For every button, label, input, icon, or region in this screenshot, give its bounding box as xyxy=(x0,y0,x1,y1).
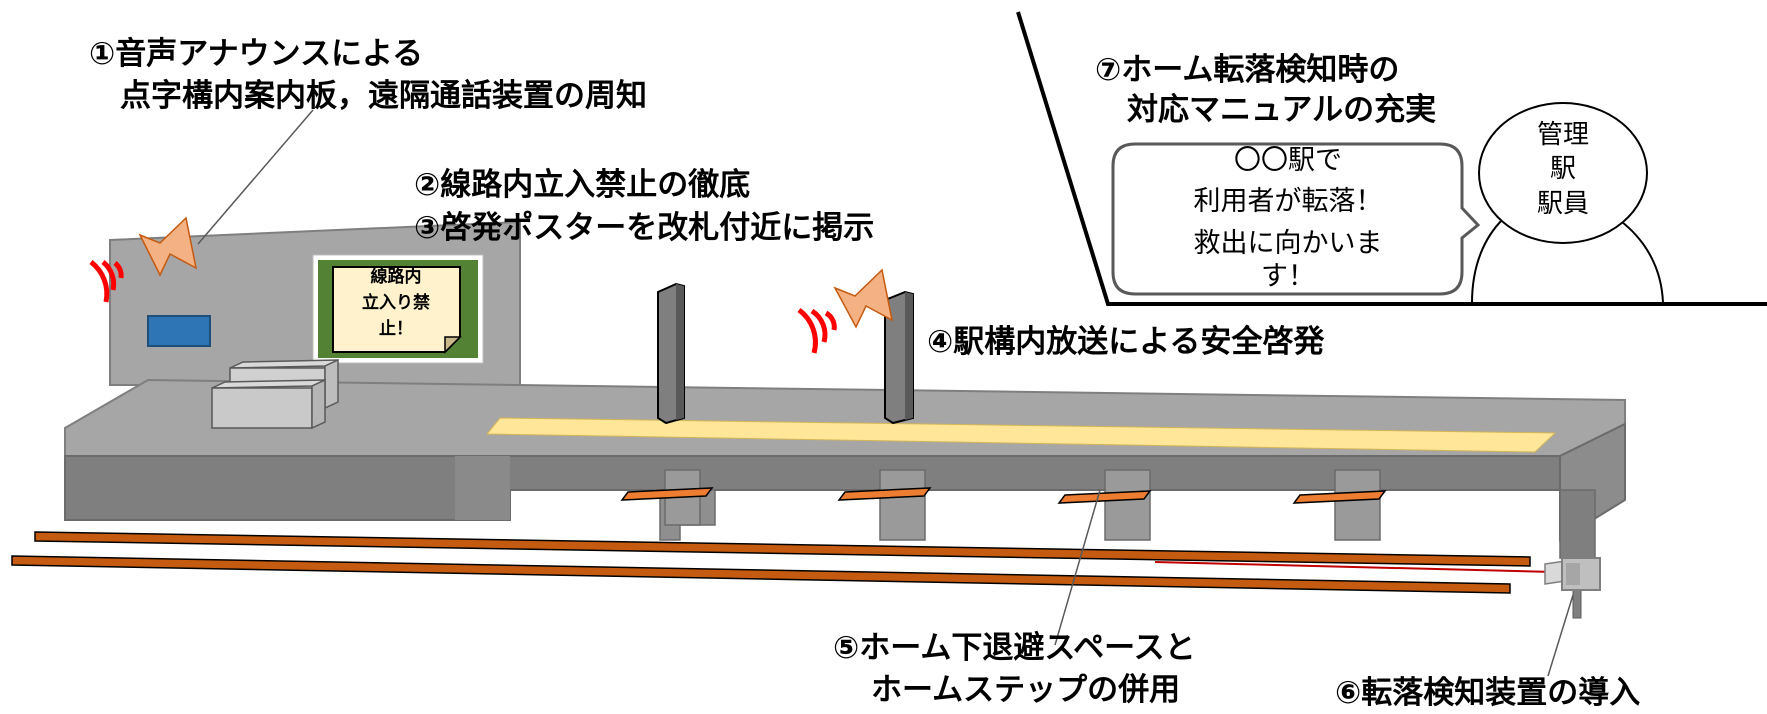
label-7-line2: 対応マニュアルの充実 xyxy=(1127,92,1436,128)
poster-icon: 線路内 立入り禁 止！ xyxy=(312,254,484,364)
manager-text-1: 管理 xyxy=(1537,120,1589,150)
bubble-text-2: 利用者が転落！ xyxy=(1194,186,1383,217)
label-1-line2: 点字構内案内板，遠隔通話装置の周知 xyxy=(120,78,647,114)
bubble-text-1: 〇〇駅で xyxy=(1234,145,1342,176)
leader-line-5 xyxy=(1054,489,1101,646)
speech-bubble: 〇〇駅で 利用者が転落！ 救出に向かいま す！ xyxy=(1111,142,1481,296)
label-7-line1: ⑦ホーム転落検知時の xyxy=(1095,52,1399,88)
sound-waves-icon xyxy=(797,307,837,354)
label-1-line1: ①音声アナウンスによる xyxy=(89,36,423,72)
label-2: ②線路内立入禁止の徹底 xyxy=(414,167,750,203)
railway-tracks xyxy=(11,531,1531,594)
label-6: ⑥転落検知装置の導入 xyxy=(1335,675,1640,711)
poster-text-3: 止！ xyxy=(379,318,413,339)
leader-line-1 xyxy=(197,109,314,245)
tactile-paving-strip xyxy=(485,417,1557,453)
platform xyxy=(64,378,1626,559)
poster-text-1: 線路内 xyxy=(371,266,422,287)
detection-beam xyxy=(1154,561,1556,573)
speaker-icon xyxy=(833,268,894,329)
tactile-guide-board xyxy=(147,315,211,347)
ticket-machines xyxy=(211,358,339,430)
fall-detector-icon xyxy=(1544,557,1601,619)
bubble-text-4: す！ xyxy=(1261,261,1315,292)
leader-line-6 xyxy=(1547,594,1574,677)
ticket-gate-pillars xyxy=(657,282,914,425)
platform-steps xyxy=(620,487,1387,504)
label-3: ③啓発ポスターを改札付近に掲示 xyxy=(414,210,874,246)
manager-text-3: 駅員 xyxy=(1537,189,1589,219)
poster-text-2: 立入り禁 xyxy=(362,292,430,313)
label-4: ④駅構内放送による安全啓発 xyxy=(927,324,1325,360)
bubble-text-3: 救出に向かいま xyxy=(1194,228,1383,259)
station-manager-figure: 管理 駅 駅員 xyxy=(1470,102,1665,304)
label-5-line2: ホームステップの併用 xyxy=(871,672,1180,708)
speaker-icon xyxy=(138,216,198,277)
label-5-line1: ⑤ホーム下退避スペースと xyxy=(833,630,1196,666)
sound-waves-icon xyxy=(89,260,124,303)
manager-text-2: 駅 xyxy=(1550,154,1576,184)
